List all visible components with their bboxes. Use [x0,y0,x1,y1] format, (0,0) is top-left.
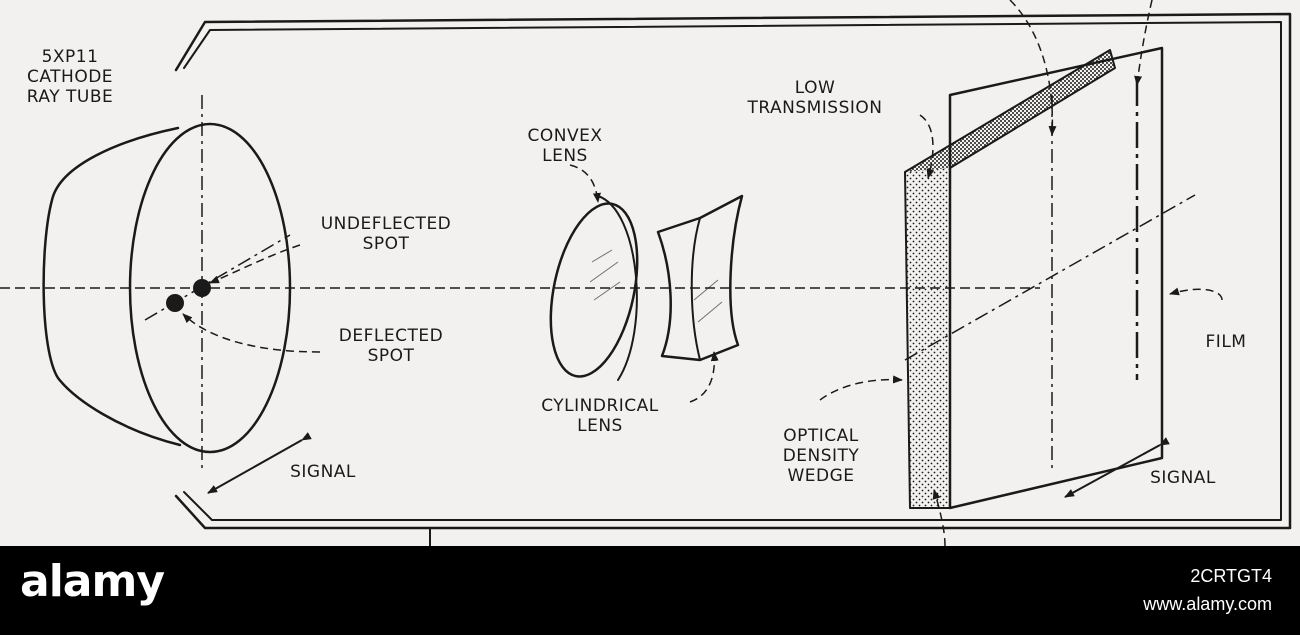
crt-label: 5XP11 CATHODE RAY TUBE [26,47,114,107]
deflected-spot-label: DEFLECTED SPOT [338,326,444,366]
undeflected-spot-label: UNDEFLECTED SPOT [320,214,452,254]
leader-film [1169,287,1223,301]
enclosure-frame-inner [183,21,1282,521]
leader-cylindrical [689,351,719,403]
enclosure-frame [174,12,1292,530]
optical-density-wedge [905,168,950,508]
deflection-axis [144,234,291,321]
low-transmission-label: LOW TRANSMISSION [747,78,883,118]
signal-arrow-right [1064,437,1170,498]
cylindrical-lens [656,194,744,362]
leader-wedge [819,375,903,401]
cylindrical-lens-face [690,217,701,361]
optical-density-wedge-label: OPTICAL DENSITY WEDGE [782,426,860,486]
signal-arrow-left [207,432,312,494]
film-label: FILM [1205,332,1247,352]
leader-top-2 [1134,0,1153,86]
leader-deflected [182,313,321,353]
signal-label-left: SIGNAL [290,462,356,482]
site-url: www.alamy.com [1143,594,1272,614]
leader-convex [569,164,601,203]
image-id: 2CRTGT4 [1190,566,1272,586]
convex-lens-label: CONVEX LENS [527,126,603,166]
crt-body [42,126,182,447]
signal-label-right: SIGNAL [1150,468,1216,488]
leader-low-transmission [919,114,935,179]
convex-lens-edge [597,195,638,381]
brand-logo: alamy [20,556,165,607]
leader-bottom [932,489,946,546]
diagram-area: 5XP11 CATHODE RAY TUBE UNDEFLECTED SPOT … [0,0,1300,546]
watermark-bar: alamy 2CRTGT4 www.alamy.com [0,546,1300,635]
film-horizontal-axis [904,194,1196,361]
convex-lens [549,202,639,378]
leader-top-1 [1009,0,1057,136]
film-sheet [948,46,1164,510]
low-transmission-strip [905,50,1115,172]
optical-diagram [0,0,1292,546]
cylindrical-lens-label: CYLINDRICAL LENS [541,396,659,436]
